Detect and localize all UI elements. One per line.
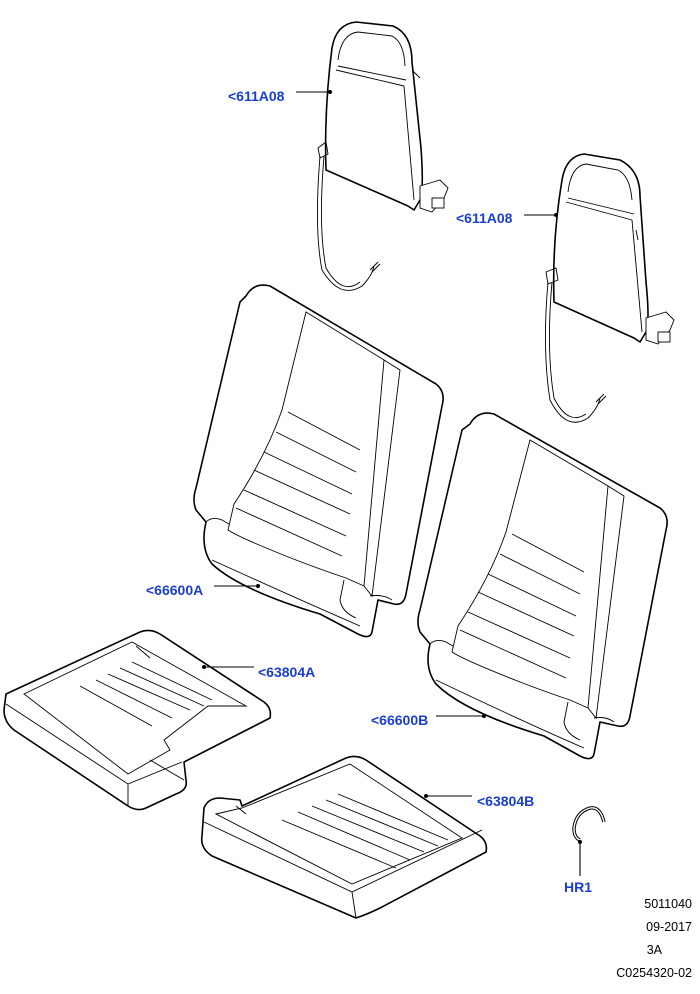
ref-line-4: C0254320-02 bbox=[616, 966, 692, 980]
label-cushion-left: <63804A bbox=[258, 664, 315, 680]
cushion-right bbox=[200, 755, 488, 919]
label-headrest-lower: <611A08 bbox=[456, 210, 513, 226]
ref-line-3: 3A bbox=[646, 943, 662, 957]
label-hook: HR1 bbox=[564, 879, 592, 895]
seatback-left bbox=[193, 284, 444, 638]
label-cushion-right: <63804B bbox=[477, 793, 534, 809]
reference-block: 5011040 09-2017 3A C0254320-02 bbox=[616, 893, 692, 985]
cushion-left bbox=[3, 629, 272, 811]
label-seatback-right: <66600B bbox=[371, 712, 428, 728]
headrest-upper bbox=[316, 21, 449, 291]
headrest-lower bbox=[544, 153, 675, 423]
ref-line-2: 09-2017 bbox=[646, 920, 692, 934]
label-headrest-upper: <611A08 bbox=[228, 88, 285, 104]
label-seatback-left: <66600A bbox=[146, 582, 203, 598]
ref-line-1: 5011040 bbox=[644, 897, 692, 911]
leader-lines bbox=[202, 90, 582, 876]
hook-part bbox=[572, 806, 606, 842]
seatback-right bbox=[417, 412, 668, 760]
